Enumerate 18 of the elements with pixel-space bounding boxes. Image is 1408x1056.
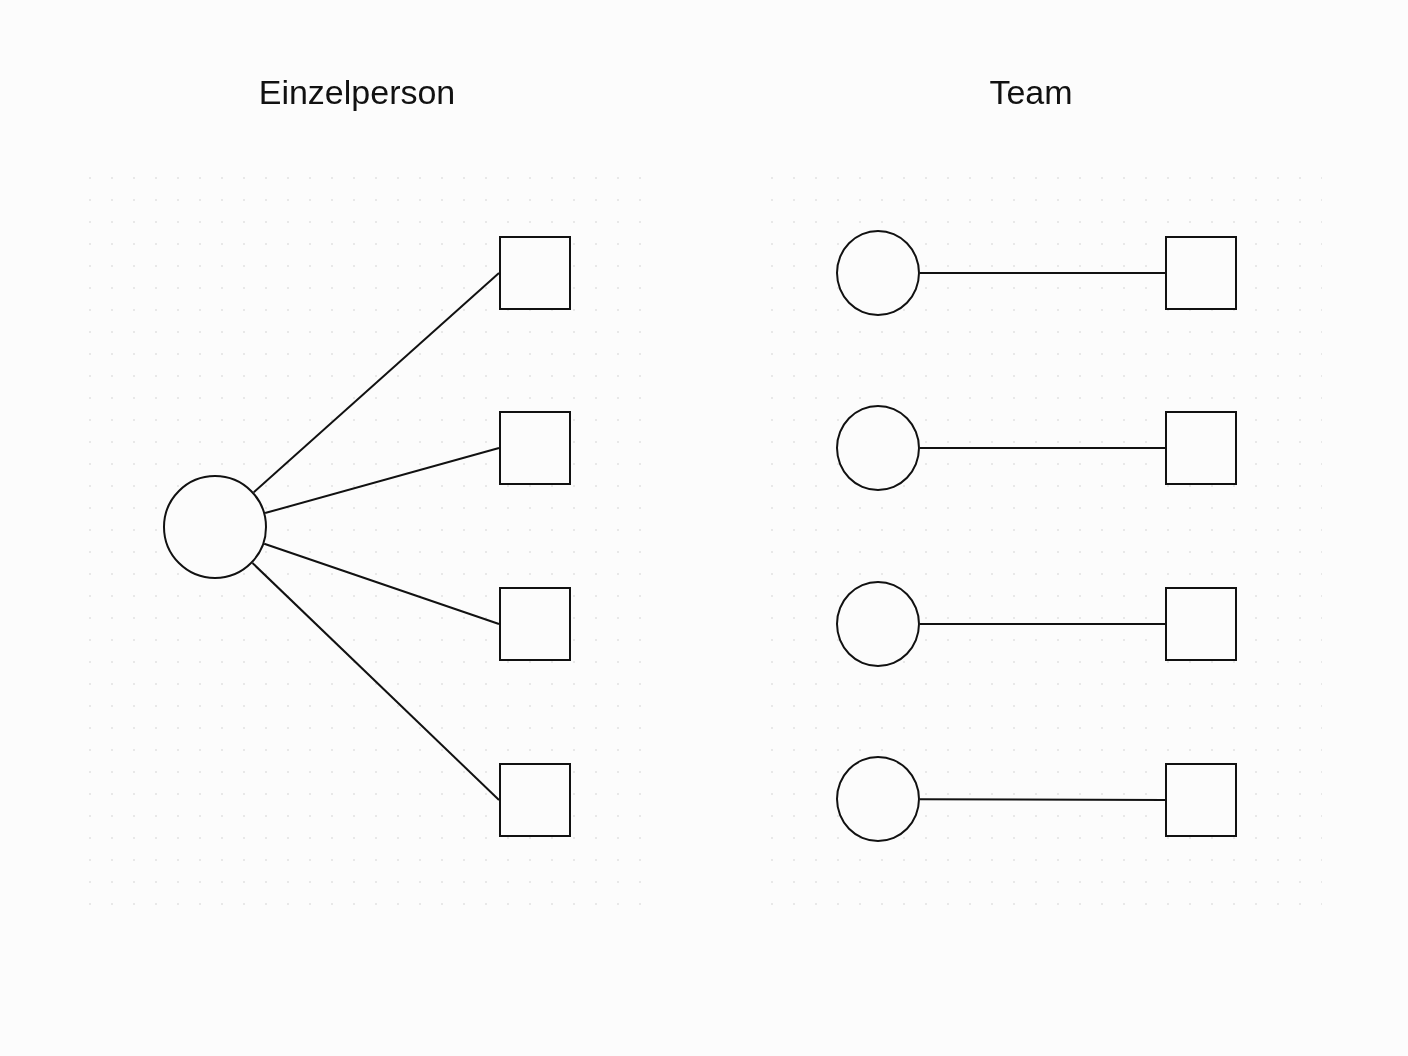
square-box <box>1165 411 1237 485</box>
square-box <box>1165 763 1237 837</box>
connector-line <box>919 272 1166 274</box>
square-box <box>499 763 571 837</box>
connector-line <box>919 798 1166 801</box>
connector-line <box>251 562 500 801</box>
square-box <box>499 587 571 661</box>
connector-line <box>919 623 1166 625</box>
square-box <box>499 411 571 485</box>
square-box <box>1165 587 1237 661</box>
square-box <box>1165 236 1237 310</box>
connector-line <box>252 272 500 494</box>
connector-line <box>263 542 500 625</box>
column-heading: Team <box>989 73 1073 112</box>
square-box <box>499 236 571 310</box>
connector-line <box>919 447 1166 449</box>
connector-line <box>264 447 500 515</box>
column-heading: Einzelperson <box>258 73 456 112</box>
